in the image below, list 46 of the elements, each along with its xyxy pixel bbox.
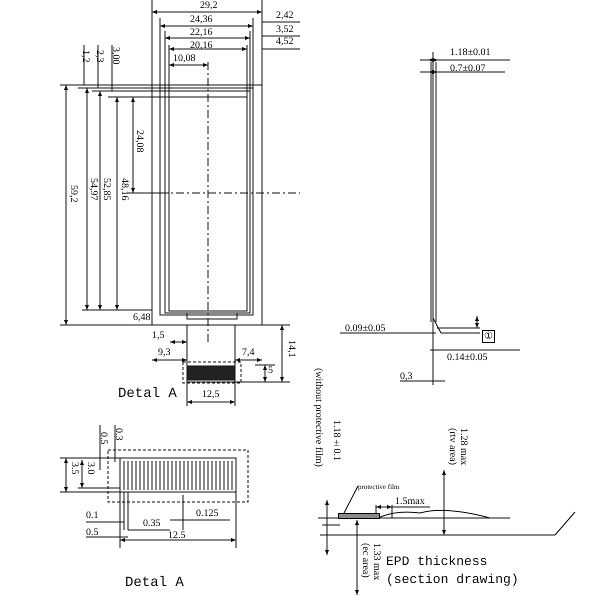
dimension-label: 14,1: [286, 340, 297, 358]
dimension-label: 0.1: [86, 510, 98, 521]
dimension-label: 12,5: [202, 389, 220, 400]
dimension-label: 24,36: [190, 14, 212, 25]
dimension-label: 1.33 max (ec area): [360, 543, 382, 582]
dimension-label: 3,52: [276, 24, 294, 35]
dimension-label: 3.0: [85, 462, 96, 474]
dimension-label: 0.3: [113, 428, 124, 440]
dimension-label: 1.18±0.01: [450, 47, 490, 58]
dimension-label: 3.5: [69, 462, 80, 474]
dimension-label: 0.5: [98, 432, 109, 444]
dimension-label: 1.28 max (rtv area): [447, 428, 469, 468]
dimension-label: 29,2: [200, 0, 218, 11]
dimension-label: 24,08: [134, 130, 145, 152]
dimension-label: 0.5: [86, 527, 98, 538]
dimension-label: 10,08: [173, 53, 196, 64]
dimension-label: 54,97: [88, 178, 99, 200]
dimension-label: 59,2: [68, 185, 79, 202]
view-title: Detal A: [118, 386, 177, 402]
film-layer: [338, 513, 380, 519]
leader-line: [344, 486, 358, 514]
dimension-label: 1.18±0.1: [331, 420, 342, 461]
dimension-label: 9,3: [158, 347, 170, 358]
dimension-label: 6,48: [133, 312, 150, 323]
dimension-label: (without protective film): [313, 368, 324, 467]
dimension-label: 5: [268, 365, 273, 376]
dimension-label: 12.5: [168, 530, 186, 541]
dimension-label: 0.7±0.07: [450, 63, 486, 74]
caption-text: EPD thickness (section drawing): [386, 553, 520, 589]
dimension-label: 1.5max: [395, 496, 425, 507]
dimension-label: 20,16: [190, 40, 212, 51]
dimension-label: 2,42: [276, 10, 294, 21]
dimension-label: 48,16: [119, 178, 130, 200]
dimension-label: 0.125: [196, 508, 218, 519]
dimension-label: 0.14±0.05: [447, 352, 488, 363]
callout-number: ①: [482, 330, 495, 343]
view-title: Detal A: [125, 575, 184, 591]
dimension-label: 0,3: [400, 371, 412, 382]
dimension-label: 7,4: [242, 347, 254, 358]
dimension-label: 3,00: [110, 47, 121, 64]
dimension-label: 52,85: [101, 178, 112, 200]
dimension-label: 0.35: [143, 518, 160, 529]
dimension-label: 4,52: [276, 36, 294, 47]
dimension-label: 22,16: [190, 27, 212, 38]
dimension-label: 1,5: [152, 330, 164, 341]
dimension-label: 0.09±0.05: [345, 323, 386, 334]
